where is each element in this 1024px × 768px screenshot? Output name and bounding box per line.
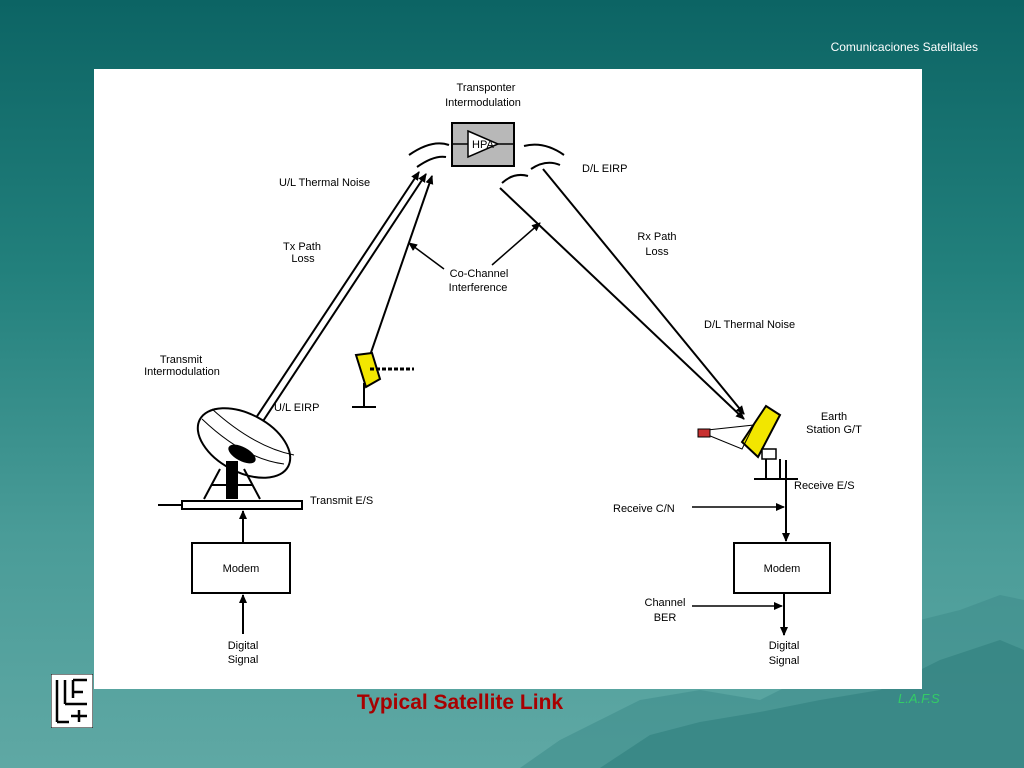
digital-signal-in-label-1: Digital xyxy=(228,640,259,652)
digital-signal-in-label-2: Signal xyxy=(228,654,259,666)
earth-station-label-1: Earth xyxy=(821,411,847,423)
transponder-label-1: Transponter xyxy=(457,82,516,94)
hpa-label: HPA xyxy=(472,139,494,151)
earth-station-label-2: Station G/T xyxy=(806,424,862,436)
receive-cn-label: Receive C/N xyxy=(613,503,675,515)
channel-ber-label-1: Channel xyxy=(645,597,686,609)
ul-eirp-label: U/L EIRP xyxy=(274,402,319,414)
downlink-beam xyxy=(499,168,745,420)
dl-thermal-noise-label: D/L Thermal Noise xyxy=(704,319,795,331)
footer-tag: L.A.F.S xyxy=(898,691,940,706)
transponder-label-2: Intermodulation xyxy=(445,97,521,109)
cochannel-label-2: Interference xyxy=(449,282,508,294)
transmit-im-label-2: Intermodulation xyxy=(144,366,220,378)
interfering-dish xyxy=(352,351,414,408)
cochannel-label-1: Co-Channel xyxy=(450,268,509,280)
rx-path-label-1: Rx Path xyxy=(637,231,676,243)
interference-uplink xyxy=(365,175,434,368)
ul-thermal-noise-label: U/L Thermal Noise xyxy=(279,177,370,189)
digital-signal-out-label-1: Digital xyxy=(769,640,800,652)
transponder: HPA xyxy=(451,122,515,167)
modem-tx-box xyxy=(191,542,291,594)
cochannel-arrows xyxy=(408,222,541,270)
header-title: Comunicaciones Satelitales xyxy=(830,40,978,54)
receive-dish xyxy=(697,404,798,480)
modem-rx-box xyxy=(733,542,831,594)
institution-logo xyxy=(51,674,93,728)
channel-ber-label-2: BER xyxy=(654,612,677,624)
tx-path-label-2: Loss xyxy=(291,253,315,265)
transmit-im-label-1: Transmit xyxy=(160,354,202,366)
slide-caption: Typical Satellite Link xyxy=(356,691,564,714)
modem-tx-label: Modem xyxy=(223,563,260,575)
uplink-beam xyxy=(233,171,427,454)
transmit-es-label: Transmit E/S xyxy=(310,495,373,507)
tx-path-label-1: Tx Path xyxy=(283,241,321,253)
modem-rx-label: Modem xyxy=(764,563,801,575)
satellite-antennas xyxy=(408,142,565,184)
satellite-link-diagram: HPA xyxy=(144,82,862,667)
digital-signal-out-label-2: Signal xyxy=(769,655,800,667)
transmit-dish xyxy=(158,407,303,510)
rx-path-label-2: Loss xyxy=(645,246,669,258)
receive-es-label: Receive E/S xyxy=(794,480,855,492)
diagram-panel: HPA xyxy=(94,69,922,689)
dl-eirp-label: D/L EIRP xyxy=(582,163,627,175)
